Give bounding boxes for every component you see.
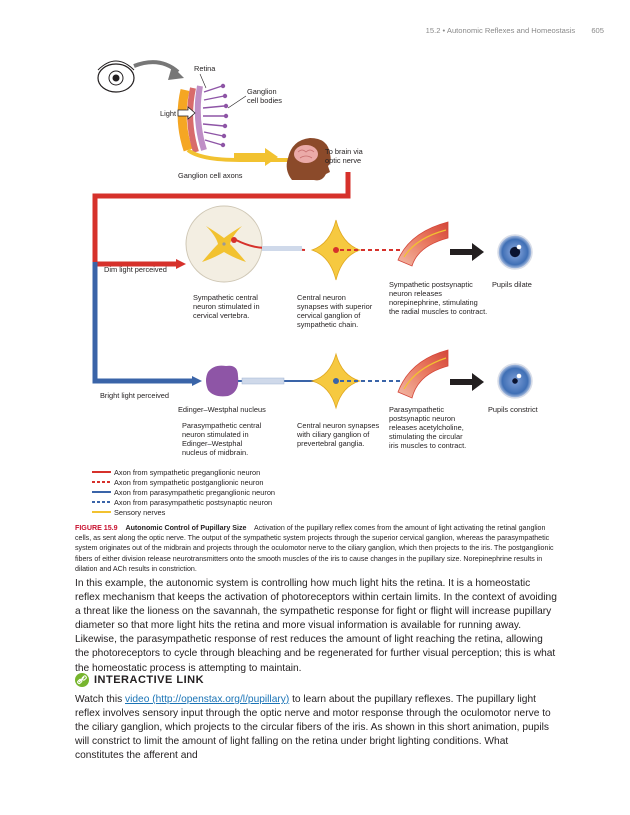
ciliary-ganglion [310,352,362,410]
dilated-pupil-icon [497,234,533,270]
central-neuron-sym-line-3: cervical ganglion of [297,311,361,320]
central-neuron-para-line-3: prevertebral ganglia. [297,439,364,448]
sensory-arrow [234,148,278,166]
head-brain-icon [286,138,331,181]
parasym-central-line-3: Edinger–Westphal [182,439,243,448]
to-brain-label-2: optic nerve [325,156,361,165]
interactive-link-heading: INTERACTIVE LINK [94,674,205,686]
pupils-constrict-label: Pupils constrict [488,405,538,414]
central-neuron-para-line-1: Central neuron synapses [297,421,379,430]
running-title: 15.2 • Autonomic Reflexes and Homeostasi… [425,26,576,35]
dim-light-label: Dim light perceived [104,265,167,274]
central-neuron-sym-line-4: sympathetic chain. [297,320,358,329]
sym-postsynaptic-line-2: neuron releases [389,289,442,298]
central-neuron-para-line-2: with ciliary ganglion of [296,430,370,439]
light-arrow-icon [177,106,196,120]
eye-icon [97,60,135,93]
edinger-westphal-nucleus [206,365,239,397]
legend-label-1: Axon from sympathetic postganglionic neu… [114,478,264,487]
sym-central-line-2: neuron stimulated in [193,302,260,311]
sympathetic-trunk-line [92,172,351,267]
body-paragraph-1: In this example, the autonomic system is… [75,578,557,674]
figure-caption: FIGURE 15.9 Autonomic Control of Pupilla… [75,523,555,574]
parasym-central-line-1: Parasympathetic central [182,421,262,430]
legend-label-0: Axon from sympathetic preganglionic neur… [114,468,260,477]
pupillary-reflex-figure: Retina Ganglion cell bodies Light Gangli… [92,60,538,517]
parasym-postsynaptic-line-2: postsynaptic neuron [389,414,455,423]
retina-label: Retina [194,64,216,73]
parasympathetic-iris-muscle [397,349,449,399]
sym-central-line-3: cervical vertebra. [193,311,249,320]
parasym-postsynaptic-line-1: Parasympathetic [389,405,444,414]
ew-nucleus-label: Edinger–Westphal nucleus [178,405,266,414]
sympathetic-iris-muscle [397,221,449,267]
legend-label-2: Axon from parasympathetic preganglionic … [114,488,275,497]
parasym-effect-arrow [450,373,484,391]
light-label: Light [160,109,176,118]
parasym-central-line-2: neuron stimulated in [182,430,249,439]
sym-central-line-1: Sympathetic central [193,293,258,302]
parasympathetic-trunk-line [92,262,196,384]
parasym-postsynaptic-line-4: stimulating the circular [389,432,463,441]
video-link[interactable]: video (http://openstax.org/l/pupillary) [125,694,290,705]
legend-label-3: Axon from parasympathetic postsynaptic n… [114,498,272,507]
pupils-dilate-label: Pupils dilate [492,280,532,289]
link-icon [75,673,89,687]
sym-postsynaptic-line-4: the radial muscles to contract. [389,307,487,316]
ganglion-cell-bodies-label-2: cell bodies [247,96,282,105]
spinal-cord-section [185,205,263,283]
sym-postsynaptic-line-1: Sympathetic postsynaptic [389,280,473,289]
constricted-pupil-icon [497,363,533,399]
sym-postsynaptic-line-3: norepinephrine, stimulating [389,298,478,307]
link-post-text: to learn about the pupillary reflexes. T… [75,694,551,762]
link-pre-text: Watch this [75,694,126,705]
parasym-central-line-4: nucleus of midbrain. [182,448,248,457]
sym-effect-arrow [450,243,484,261]
figure-title: Autonomic Control of Pupillary Size [125,524,247,532]
central-neuron-sym-line-2: synapses with superior [297,302,373,311]
ganglion-cell-bodies-label-1: Ganglion [247,87,277,96]
to-brain-label-1: To brain via [325,147,364,156]
parasym-postsynaptic-line-5: iris muscles to contract. [389,441,466,450]
central-neuron-sym-line-1: Central neuron [297,293,346,302]
body-paragraph-2: Watch this video (http://openstax.org/l/… [75,693,557,763]
page-number: 605 [591,26,604,35]
caption-text: Activation of the pupillary reflex comes… [75,524,554,573]
ganglion-cell-axons-label: Ganglion cell axons [178,171,243,180]
sympathetic-ganglion [310,219,362,281]
legend-label-4: Sensory nerves [114,508,166,517]
figure-legend: Axon from sympathetic preganglionic neur… [92,468,275,517]
interactive-link-header: INTERACTIVE LINK [75,673,555,689]
bright-light-label: Bright light perceived [100,391,169,400]
parasym-postsynaptic-line-3: releases acetylcholine, [389,423,464,432]
running-header: 15.2 • Autonomic Reflexes and Homeostasi… [0,26,604,35]
figure-number: FIGURE 15.9 [75,524,118,532]
